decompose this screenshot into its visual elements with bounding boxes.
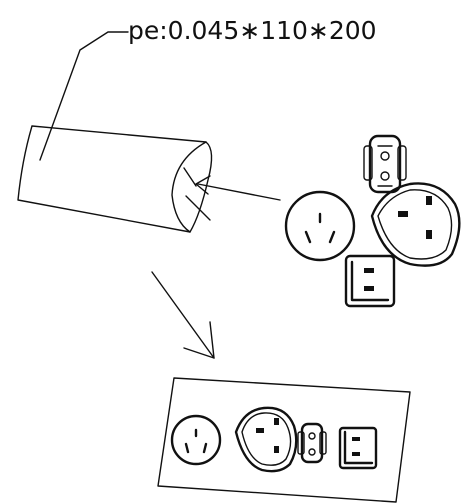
plug-group: [284, 134, 461, 308]
spec-label: pe:0.045∗110∗200: [128, 16, 377, 45]
au-plug-icon: [284, 190, 356, 262]
square-plug-icon: [338, 426, 378, 470]
pack-arrow-shaft: [151, 271, 215, 359]
iec-c8-plug-icon: [297, 422, 327, 464]
tube-opening: [171, 141, 213, 233]
square-plug-icon: [344, 254, 396, 308]
packed-tray: [157, 377, 411, 503]
leader-line: [39, 31, 129, 161]
insert-arrow: [195, 175, 281, 201]
iec-c8-plug-icon: [363, 134, 407, 194]
spec-callout: pe:0.045∗110∗200: [39, 16, 377, 161]
pe-bag-tube: [17, 125, 213, 233]
tube-outline: [17, 125, 207, 233]
insert-arrow-head: [195, 175, 211, 195]
uk-plug-icon: [234, 406, 298, 473]
tube-lip: [183, 167, 211, 221]
uk-plug-icon: [370, 182, 461, 267]
tray-outline: [157, 377, 411, 503]
pack-arrow-head: [183, 321, 215, 359]
pack-arrow: [151, 271, 215, 359]
au-plug-icon: [170, 414, 222, 466]
insert-arrow-shaft: [197, 183, 281, 201]
